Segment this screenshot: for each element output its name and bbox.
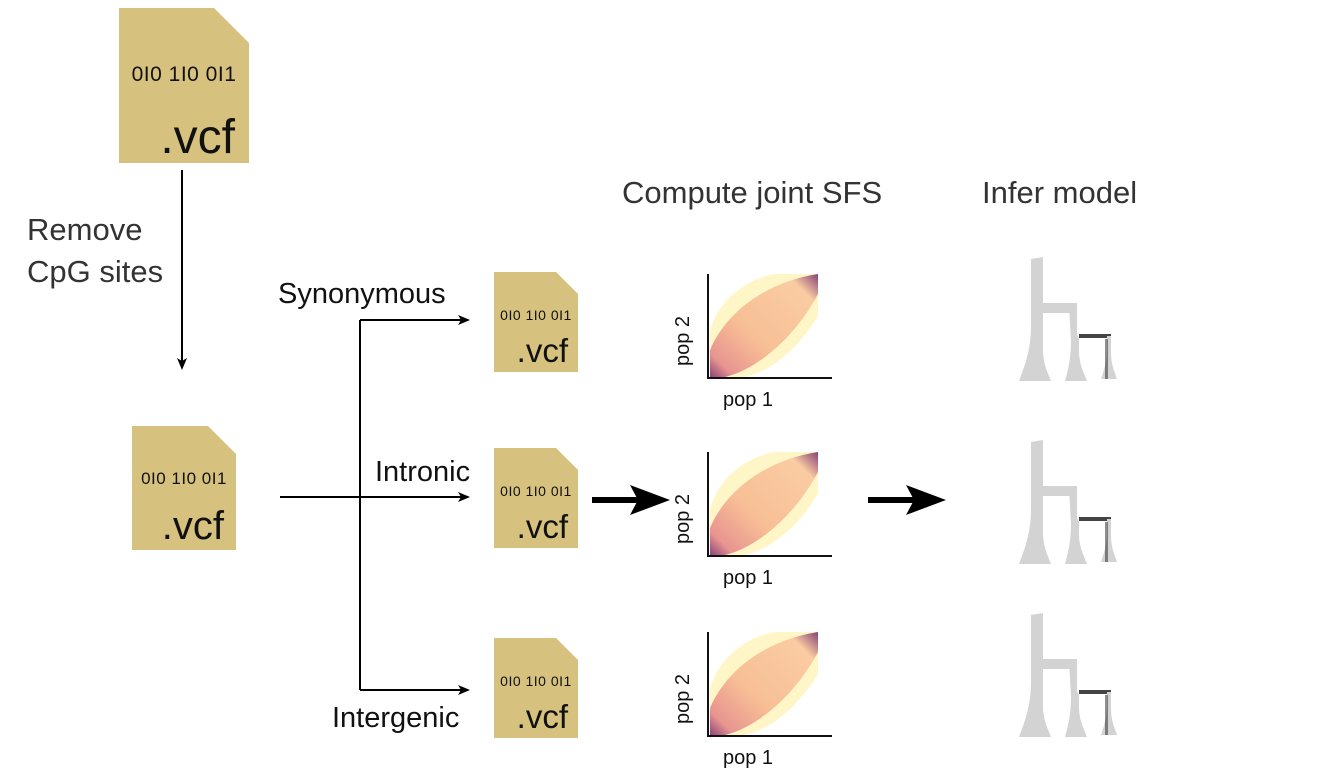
x-axis-label: pop 1 (722, 567, 774, 589)
synonymous-vcf-file: 0I0 1I0 0I1 .vcf (494, 272, 578, 372)
sfs-plot-intronic: pop 1 pop 2 (672, 450, 832, 590)
compute-sfs-heading: Compute joint SFS (622, 175, 883, 210)
sfs-density-core (710, 632, 818, 736)
sfs-plot-synonymous: pop 1 pop 2 (672, 272, 832, 412)
binary-text: 0I0 1I0 0I1 (141, 469, 227, 488)
sfs-density-core (710, 274, 818, 378)
vcf-extension-label: .vcf (516, 508, 568, 545)
population-tree-shape (1019, 613, 1117, 737)
sfs-axes (707, 632, 832, 737)
binary-text: 0I0 1I0 0I1 (500, 483, 572, 499)
category-label-intronic: Intronic (375, 456, 471, 488)
compute-sfs-arrow (592, 485, 670, 515)
intronic-vcf-file: 0I0 1I0 0I1 .vcf (494, 448, 578, 548)
demographic-model-synonymous (1015, 255, 1125, 385)
demographic-model-intronic (1015, 438, 1125, 568)
vcf-extension-label: .vcf (516, 698, 568, 735)
binary-text: 0I0 1I0 0I1 (500, 307, 572, 323)
y-axis-label: pop 2 (672, 493, 694, 544)
x-axis-label: pop 1 (722, 389, 774, 411)
sfs-axes (707, 274, 832, 379)
joint-sfs-heatmap (707, 274, 832, 379)
category-label-synonymous: Synonymous (278, 278, 446, 310)
sfs-density-core (710, 452, 818, 556)
infer-model-heading: Infer model (982, 175, 1138, 210)
joint-sfs-heatmap (707, 452, 832, 557)
population-tree-shape (1019, 440, 1117, 564)
vcf-extension-label: .vcf (161, 504, 224, 548)
sfs-plot-intergenic: pop 1 pop 2 (672, 630, 832, 770)
remove-cpg-label-line2: CpG sites (27, 254, 164, 289)
x-axis-label: pop 1 (722, 747, 774, 769)
intergenic-vcf-file: 0I0 1I0 0I1 .vcf (494, 638, 578, 738)
y-axis-label: pop 2 (672, 673, 694, 724)
remove-cpg-label-line1: Remove (27, 212, 143, 247)
joint-sfs-heatmap (707, 632, 832, 737)
binary-text: 0I0 1I0 0I1 (500, 673, 572, 689)
infer-model-arrow (868, 485, 946, 515)
sfs-axes (707, 452, 832, 557)
vcf-extension-label: .vcf (516, 332, 568, 369)
vcf-extension-label: .vcf (160, 111, 235, 164)
y-axis-label: pop 2 (672, 315, 694, 366)
filtered-vcf-file: 0I0 1I0 0I1 .vcf (132, 426, 236, 550)
population-tree-shape (1019, 257, 1117, 381)
category-label-intergenic: Intergenic (332, 702, 460, 734)
demographic-model-intergenic (1015, 611, 1125, 741)
binary-text: 0I0 1I0 0I1 (131, 63, 237, 86)
input-vcf-file: 0I0 1I0 0I1 .vcf (119, 8, 249, 164)
